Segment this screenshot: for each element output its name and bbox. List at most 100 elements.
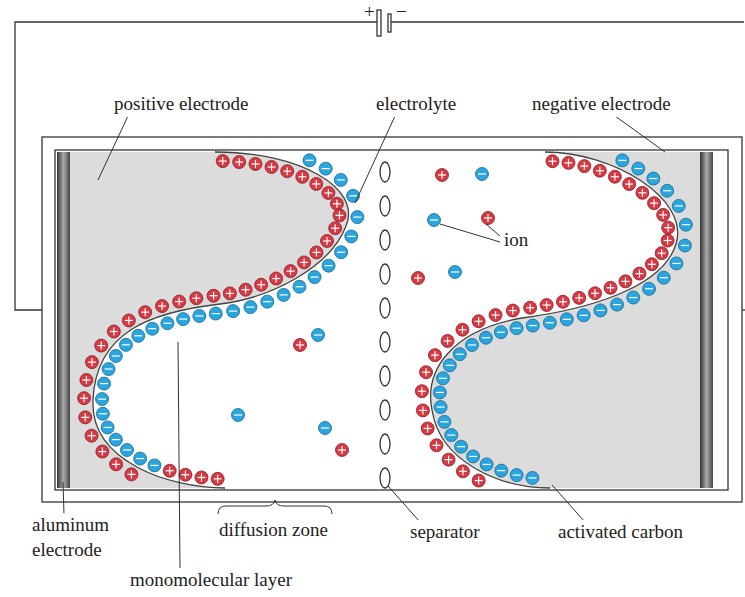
anion — [480, 458, 493, 471]
anion — [445, 429, 458, 442]
anion — [293, 280, 306, 293]
cation — [456, 465, 469, 478]
separator-pore — [380, 162, 390, 182]
cell — [55, 150, 728, 490]
anion — [455, 440, 468, 453]
anion — [627, 291, 640, 304]
anion — [479, 331, 492, 344]
anion — [134, 452, 147, 465]
part-label: negative electrode — [530, 92, 673, 117]
anion — [319, 162, 332, 175]
cation — [265, 160, 278, 173]
anion — [98, 377, 111, 390]
cation — [179, 468, 192, 481]
anion — [277, 288, 290, 301]
part-label: electrolyte — [374, 92, 458, 117]
cation — [95, 339, 108, 352]
separator — [380, 162, 390, 488]
anion — [303, 154, 316, 167]
cation — [107, 325, 120, 338]
anion — [132, 329, 145, 342]
anion — [148, 459, 161, 472]
anion — [308, 271, 321, 284]
anion — [322, 259, 335, 272]
anion — [345, 230, 358, 243]
anion — [560, 313, 573, 326]
cation — [415, 385, 428, 398]
cation — [125, 468, 138, 481]
anion — [438, 415, 451, 428]
anion — [109, 349, 122, 362]
cation — [593, 164, 606, 177]
anion — [347, 189, 360, 202]
part-label: ion — [502, 228, 530, 253]
positive-electrode — [70, 152, 349, 488]
cation — [430, 439, 443, 452]
anion — [312, 329, 325, 342]
cation — [421, 422, 434, 435]
cation — [657, 208, 670, 221]
anion — [526, 319, 539, 332]
cation — [330, 197, 343, 210]
anion — [467, 450, 480, 463]
cation — [195, 471, 208, 484]
cation — [441, 334, 454, 347]
anion — [466, 338, 479, 351]
cation — [96, 445, 109, 458]
anion — [647, 172, 660, 185]
anion — [495, 464, 508, 477]
anion — [526, 471, 539, 484]
part-label: activated carbon — [556, 520, 685, 545]
anion — [227, 305, 240, 318]
cation — [472, 474, 485, 487]
anion — [102, 363, 115, 376]
cation — [645, 258, 658, 271]
cation — [284, 265, 297, 278]
cation — [310, 177, 323, 190]
cation — [321, 234, 334, 247]
part-label: positive electrode — [112, 92, 251, 117]
separator-pore — [380, 332, 390, 352]
separator-pore — [380, 298, 390, 318]
cation — [420, 366, 433, 379]
anion — [661, 184, 674, 197]
anion — [594, 304, 607, 317]
anion — [494, 326, 507, 339]
electrode-surface — [431, 152, 678, 488]
cation — [190, 292, 203, 305]
separator-pore — [380, 230, 390, 250]
anion — [261, 295, 274, 308]
separator-pore — [380, 400, 390, 420]
cation — [296, 170, 309, 183]
anion — [443, 359, 456, 372]
cation — [636, 186, 649, 199]
cation — [436, 169, 449, 182]
cation — [110, 458, 123, 471]
anion — [428, 214, 441, 227]
ions — [78, 154, 693, 487]
cation — [329, 222, 342, 235]
cation — [249, 157, 262, 170]
polarity-sign: + — [362, 0, 377, 25]
cation — [428, 349, 441, 362]
cation — [416, 404, 429, 417]
cation — [662, 221, 675, 234]
cation — [139, 306, 152, 319]
anion — [643, 282, 656, 295]
anion — [678, 239, 691, 252]
anion — [436, 372, 449, 385]
separator-pore — [380, 468, 390, 488]
cation — [562, 156, 575, 169]
cation — [546, 155, 559, 168]
anion — [96, 407, 109, 420]
anion — [433, 386, 446, 399]
anion — [657, 271, 670, 284]
cation — [633, 267, 646, 280]
cation — [608, 170, 621, 183]
anion — [672, 199, 685, 212]
cation — [79, 411, 92, 424]
anion — [476, 168, 489, 181]
anion — [209, 307, 222, 320]
anion — [577, 309, 590, 322]
